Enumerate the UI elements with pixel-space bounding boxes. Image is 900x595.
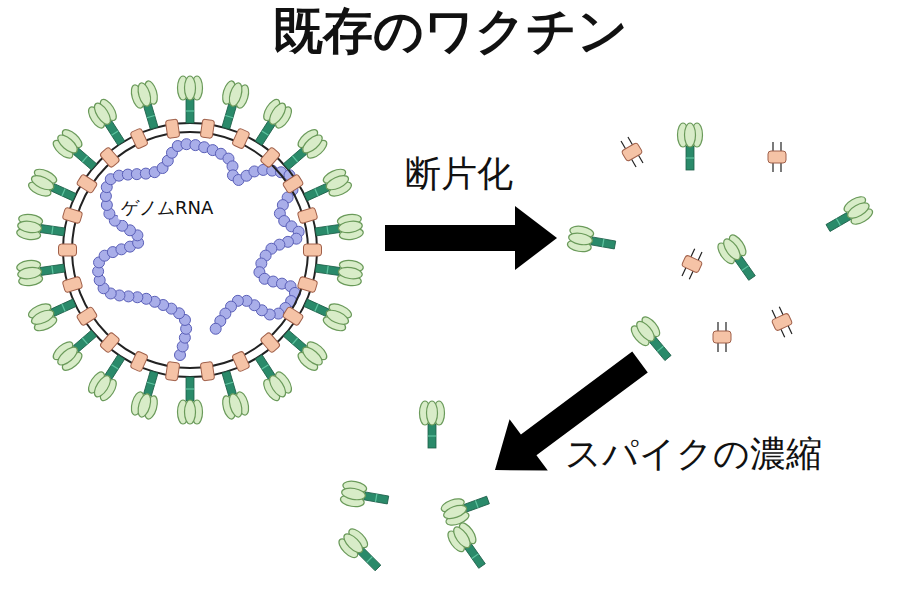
membrane-protein	[768, 142, 786, 172]
spike-protein	[129, 80, 166, 132]
spike-protein	[715, 232, 762, 285]
membrane-protein	[260, 147, 281, 168]
membrane-protein	[76, 306, 98, 326]
spike-protein	[248, 97, 294, 150]
membrane-protein	[232, 351, 250, 372]
spike-protein	[278, 324, 330, 374]
spike-protein	[178, 76, 203, 123]
membrane-protein	[232, 128, 250, 149]
virus-particle: ゲノムRNA	[60, 120, 320, 380]
membrane-protein	[282, 306, 304, 326]
spike-protein	[27, 166, 80, 208]
membrane-protein	[282, 174, 304, 194]
spike-protein	[16, 213, 66, 244]
spike-protein	[214, 368, 251, 420]
spike-protein	[628, 314, 677, 366]
membrane-protein	[62, 276, 83, 293]
spike-protein	[314, 256, 364, 287]
virus-outline	[60, 120, 320, 380]
spike-protein	[16, 256, 66, 287]
spike-protein	[85, 97, 131, 150]
membrane-protein	[200, 361, 214, 381]
membrane-protein	[165, 361, 179, 381]
spike-protein	[300, 166, 353, 208]
spike-protein	[678, 123, 703, 170]
membrane-protein	[99, 147, 120, 168]
spike-protein	[129, 368, 166, 420]
spike-protein	[340, 480, 391, 513]
spike-protein	[278, 127, 330, 177]
spike-protein	[420, 401, 445, 448]
rna-beads	[93, 139, 305, 361]
membrane-protein	[130, 128, 148, 149]
membrane-protein	[678, 247, 707, 282]
step-label: スパイクの濃縮	[565, 430, 822, 479]
membrane-protein	[130, 351, 148, 372]
title: 既存のワクチン	[0, 0, 900, 65]
membrane-protein	[165, 119, 179, 139]
membrane-protein	[260, 332, 281, 353]
membrane-protein	[62, 207, 83, 224]
spike-protein	[336, 526, 387, 577]
membrane-protein	[617, 135, 648, 170]
spike-protein	[248, 350, 294, 403]
membrane-protein	[59, 244, 77, 256]
membrane-protein	[713, 322, 731, 352]
block-arrow	[385, 206, 557, 270]
membrane-protein	[76, 174, 98, 194]
spike-protein	[27, 291, 80, 333]
membrane-protein	[304, 244, 322, 256]
membrane-protein	[200, 119, 214, 139]
step-label: 断片化	[405, 150, 513, 199]
spike-protein	[50, 324, 102, 374]
spike-protein	[50, 127, 102, 177]
spike-protein	[314, 213, 364, 244]
spike-protein	[178, 377, 203, 424]
spike-protein	[214, 80, 251, 132]
spike-protein	[567, 225, 618, 258]
spike-protein	[300, 291, 353, 333]
membrane-protein	[297, 207, 318, 224]
membrane-protein	[297, 276, 318, 293]
spike-protein	[440, 488, 493, 528]
spike-protein	[445, 520, 492, 573]
spike-protein	[822, 194, 875, 239]
spike-protein	[85, 350, 131, 403]
rna-strand	[98, 144, 300, 355]
membrane-protein	[768, 305, 797, 340]
membrane-protein	[99, 332, 120, 353]
node-label: ゲノムRNA	[118, 196, 216, 220]
